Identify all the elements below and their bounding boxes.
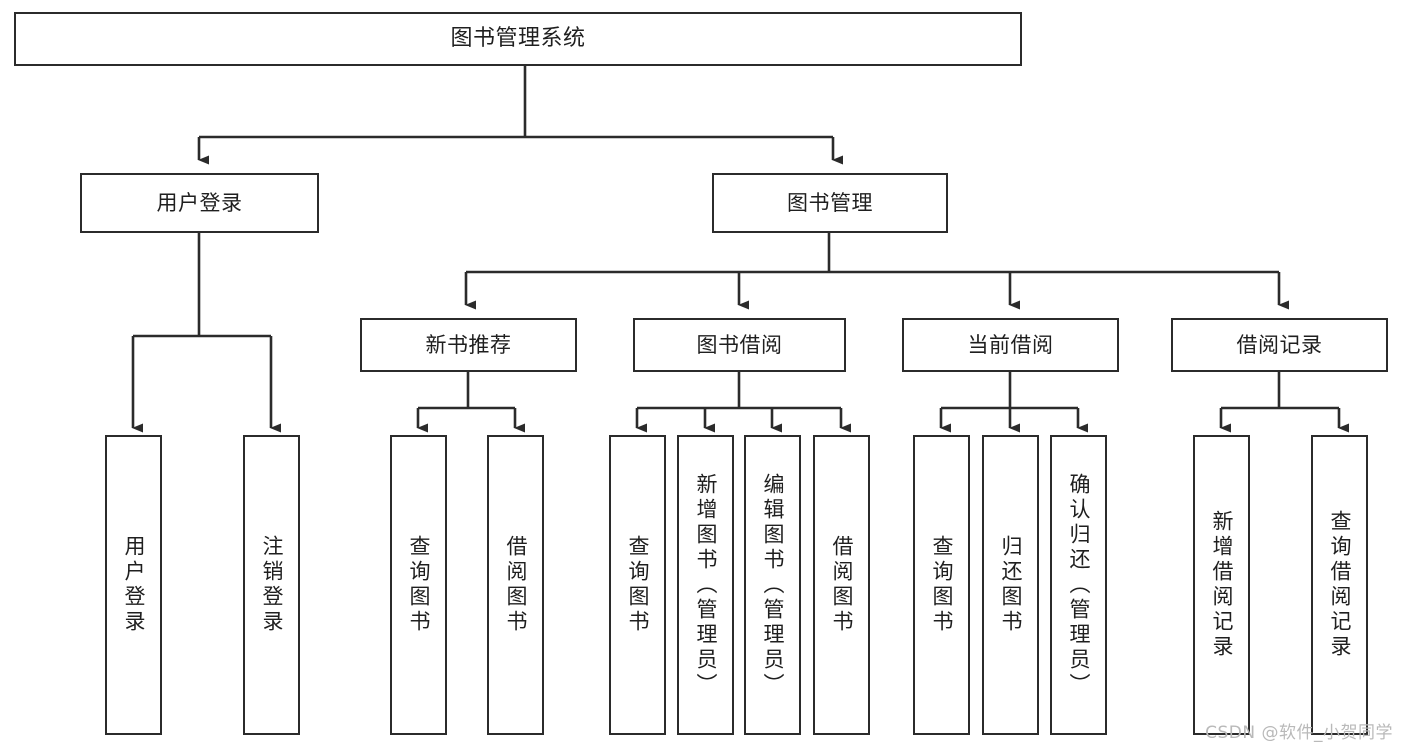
node-label: 新增图书（管理员） bbox=[694, 472, 718, 698]
csdn-watermark: CSDN @软件_小贺同学 bbox=[1205, 723, 1393, 743]
leaf-user-logout[interactable]: 注销登录 bbox=[243, 435, 300, 735]
node-user-login[interactable]: 用户登录 bbox=[80, 173, 319, 233]
leaf-br-add-record[interactable]: 新增借阅记录 bbox=[1193, 435, 1250, 735]
node-current-borrow[interactable]: 当前借阅 bbox=[902, 318, 1119, 372]
leaf-user-login[interactable]: 用户登录 bbox=[105, 435, 162, 735]
node-book-borrow[interactable]: 图书借阅 bbox=[633, 318, 846, 372]
node-label: 当前借阅 bbox=[967, 332, 1054, 357]
node-label: 查询图书 bbox=[407, 535, 431, 635]
leaf-cb-query-book[interactable]: 查询图书 bbox=[913, 435, 970, 735]
node-label: 用户登录 bbox=[156, 190, 243, 215]
leaf-br-query-record[interactable]: 查询借阅记录 bbox=[1311, 435, 1368, 735]
node-borrow-record[interactable]: 借阅记录 bbox=[1171, 318, 1388, 372]
node-label: 借阅图书 bbox=[504, 535, 528, 635]
node-root-system[interactable]: 图书管理系统 bbox=[14, 12, 1022, 66]
node-label: 图书借阅 bbox=[696, 332, 783, 357]
node-label: 查询图书 bbox=[930, 535, 954, 635]
node-label: 归还图书 bbox=[999, 535, 1023, 635]
leaf-bb-add-book-admin[interactable]: 新增图书（管理员） bbox=[677, 435, 734, 735]
node-label: 编辑图书（管理员） bbox=[761, 472, 785, 698]
node-label: 查询借阅记录 bbox=[1328, 510, 1352, 660]
leaf-bb-borrow-book[interactable]: 借阅图书 bbox=[813, 435, 870, 735]
node-label: 注销登录 bbox=[260, 535, 284, 635]
node-label: 图书管理系统 bbox=[450, 26, 586, 52]
leaf-nbr-query-book[interactable]: 查询图书 bbox=[390, 435, 447, 735]
leaf-bb-edit-book-admin[interactable]: 编辑图书（管理员） bbox=[744, 435, 801, 735]
leaf-cb-confirm-return-admin[interactable]: 确认归还（管理员） bbox=[1050, 435, 1107, 735]
leaf-nbr-borrow-book[interactable]: 借阅图书 bbox=[487, 435, 544, 735]
leaf-bb-query-book[interactable]: 查询图书 bbox=[609, 435, 666, 735]
node-label: 借阅记录 bbox=[1236, 332, 1323, 357]
node-label: 借阅图书 bbox=[830, 535, 854, 635]
node-label: 查询图书 bbox=[626, 535, 650, 635]
node-label: 新书推荐 bbox=[425, 332, 512, 357]
node-label: 用户登录 bbox=[122, 535, 146, 635]
leaf-cb-return-book[interactable]: 归还图书 bbox=[982, 435, 1039, 735]
node-label: 图书管理 bbox=[787, 190, 873, 215]
node-label: 确认归还（管理员） bbox=[1067, 472, 1091, 698]
node-label: 新增借阅记录 bbox=[1210, 510, 1234, 660]
node-book-management[interactable]: 图书管理 bbox=[712, 173, 948, 233]
node-new-book-recommend[interactable]: 新书推荐 bbox=[360, 318, 577, 372]
